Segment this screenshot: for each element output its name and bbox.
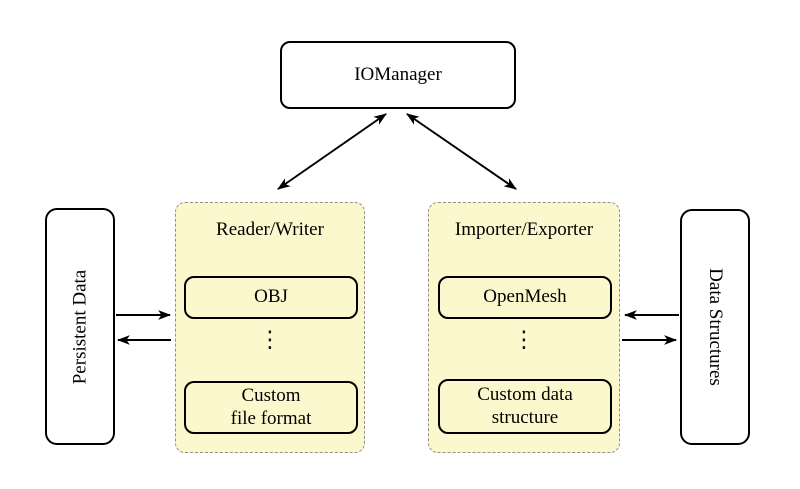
node-custom-file-format: Custom file format (184, 381, 358, 434)
vertical-ellipsis-icon: ⋮ (258, 327, 282, 353)
group-reader-writer-title: Reader/Writer (216, 219, 324, 240)
vertical-ellipsis-icon: ⋮ (512, 327, 536, 353)
arrow-iomanager-importerexporter (406, 113, 517, 190)
node-openmesh: OpenMesh (438, 276, 612, 319)
node-data-structures: Data Structures (680, 209, 750, 445)
node-iomanager-label: IOManager (354, 64, 442, 85)
node-persistent-data: Persistent Data (45, 208, 115, 445)
group-reader-writer: Reader/Writer OBJ ⋮ Custom file format (175, 202, 365, 453)
node-custom-file-format-label: Custom file format (230, 384, 312, 429)
arrow-iomanager-readerwriter (277, 113, 387, 190)
group-importer-exporter: Importer/Exporter OpenMesh ⋮ Custom data… (428, 202, 620, 453)
node-custom-data-structure: Custom data structure (438, 379, 612, 434)
node-iomanager: IOManager (280, 41, 516, 109)
node-openmesh-label: OpenMesh (483, 286, 567, 308)
node-persistent-data-label: Persistent Data (69, 269, 91, 384)
group-importer-exporter-title: Importer/Exporter (454, 219, 594, 240)
node-obj-label: OBJ (254, 286, 288, 308)
node-obj: OBJ (184, 276, 358, 319)
node-custom-data-structure-label: Custom data structure (477, 383, 573, 428)
node-data-structures-label: Data Structures (705, 268, 726, 386)
